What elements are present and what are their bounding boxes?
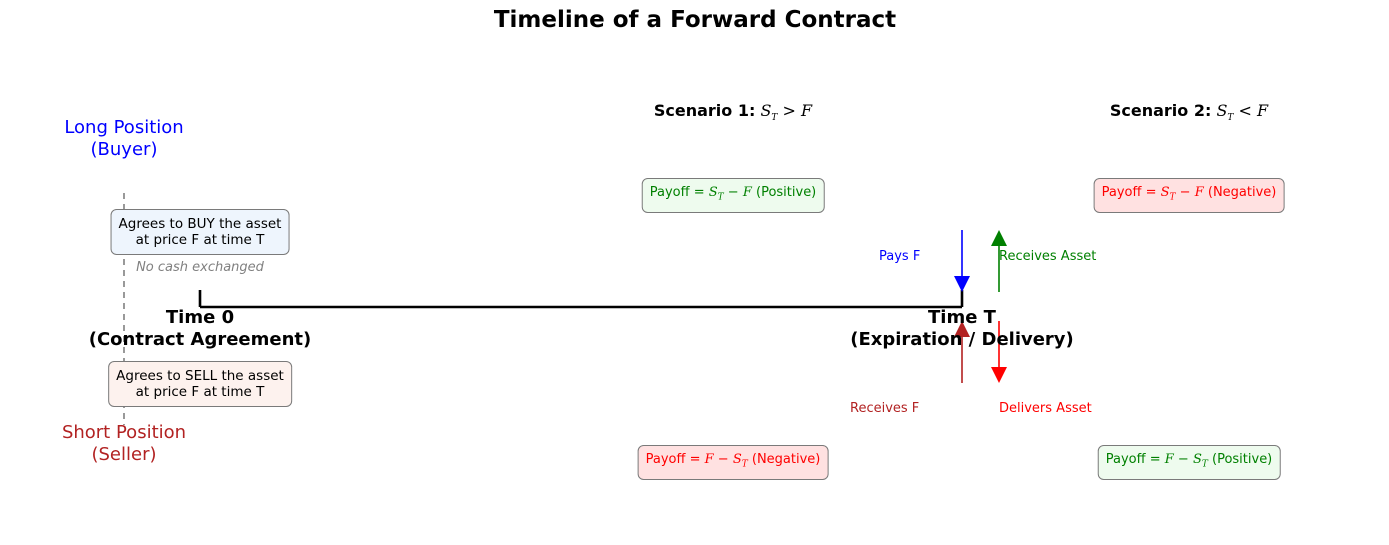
- sell-agreement-box: Agrees to SELL the asset at price F at t…: [108, 361, 292, 407]
- scenario2-condition: ST < F: [1216, 101, 1269, 124]
- payoff-formula: F − ST: [1164, 452, 1208, 470]
- buy-agreement-line2: at price F at time T: [135, 232, 265, 248]
- sell-agreement-line2: at price F at time T: [135, 384, 265, 400]
- long-position-label: Long Position (Buyer): [64, 117, 183, 161]
- pays-f-label: Pays F: [879, 249, 921, 264]
- payoff-prefix: Payoff =: [1101, 185, 1161, 200]
- payoff-formula: ST − F: [1160, 185, 1204, 203]
- payoff-note: (Positive): [1212, 452, 1273, 467]
- scenario2-header: Scenario 2: ST < F: [1110, 101, 1268, 123]
- scenario2-label: Scenario 2:: [1109, 101, 1212, 120]
- receives-f-arrow: [954, 321, 970, 383]
- scenario1-long-payoff: Payoff = ST − F (Positive): [641, 178, 825, 213]
- payoff-prefix: Payoff =: [1105, 452, 1165, 467]
- scenario2-short-payoff: Payoff = F − ST (Positive): [1097, 445, 1281, 480]
- payoff-note: (Negative): [1207, 185, 1277, 200]
- long-position-role: (Buyer): [90, 139, 158, 160]
- short-position-title: Short Position: [61, 422, 187, 443]
- long-position-title: Long Position: [64, 117, 184, 138]
- buy-agreement-line1: Agrees to BUY the asset: [118, 216, 282, 232]
- timeT-description: (Expiration / Delivery): [850, 329, 1074, 350]
- payoff-prefix: Payoff =: [649, 185, 709, 200]
- time0-label: Time 0 (Contract Agreement): [89, 307, 312, 351]
- short-position-label: Short Position (Seller): [62, 422, 186, 466]
- time0-title: Time 0: [165, 307, 235, 328]
- scenario2-long-payoff: Payoff = ST − F (Negative): [1093, 178, 1285, 213]
- receives-f-label: Receives F: [850, 401, 920, 416]
- timeT-title: Time T: [928, 307, 996, 328]
- payoff-prefix: Payoff =: [645, 452, 705, 467]
- scenario1-short-payoff: Payoff = F − ST (Negative): [637, 445, 829, 480]
- time0-description: (Contract Agreement): [88, 329, 312, 350]
- pays-f-arrow: [954, 230, 970, 292]
- receives-asset-arrow: [991, 230, 1007, 292]
- receives-asset-label: Receives Asset: [999, 249, 1097, 264]
- scenario1-header: Scenario 1: ST > F: [654, 101, 812, 123]
- payoff-note: (Negative): [751, 452, 821, 467]
- sell-agreement-line1: Agrees to SELL the asset: [116, 368, 284, 384]
- scenario1-label: Scenario 1:: [653, 101, 756, 120]
- short-position-role: (Seller): [91, 444, 157, 465]
- timeT-label: Time T (Expiration / Delivery): [850, 307, 1074, 351]
- no-cash-note: No cash exchanged: [136, 260, 264, 275]
- payoff-formula: ST − F: [708, 185, 752, 203]
- payoff-formula: F − ST: [704, 452, 748, 470]
- scenario1-condition: ST > F: [760, 101, 813, 124]
- delivers-asset-label: Delivers Asset: [999, 401, 1092, 416]
- payoff-note: (Positive): [756, 185, 817, 200]
- delivers-asset-arrow: [991, 321, 1007, 383]
- buy-agreement-box: Agrees to BUY the asset at price F at ti…: [110, 209, 290, 255]
- diagram-title: Timeline of a Forward Contract: [493, 7, 897, 33]
